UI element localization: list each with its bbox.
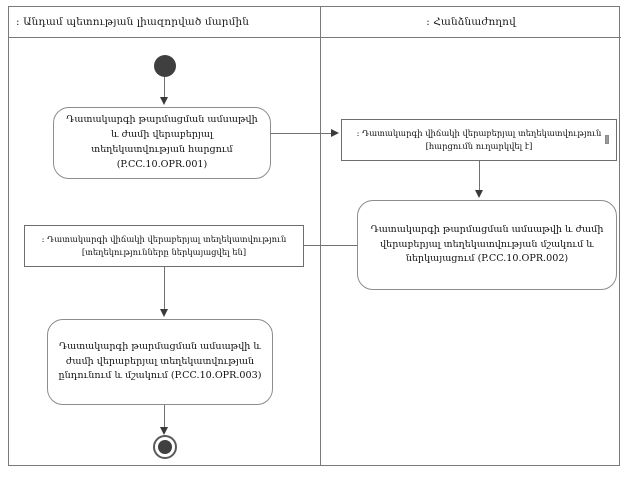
initial-node <box>154 55 176 77</box>
object-node-info-provided[interactable]: : Դատակարգի վիճակի վերաբերյալ տեղեկատվու… <box>24 225 304 267</box>
swimlane-header-commission: : Հանձնաժողով <box>321 7 621 38</box>
swimlane-commission: : Հանձնաժողով <box>321 7 621 465</box>
edge-initial-to-opr001 <box>164 77 165 99</box>
swimlane-header-applicant: : Անդամ պետության լիազորված մարմին <box>9 7 320 38</box>
object-node-request-sent[interactable]: : Դատակարգի վիճակի վերաբերյալ տեղեկատվու… <box>341 119 617 161</box>
arrowhead-objright-to-opr002 <box>475 190 483 198</box>
arrowhead-opr003-to-final <box>160 427 168 435</box>
edge-opr003-to-final <box>164 405 165 429</box>
action-node-opr002-label: Դատակարգի թարմացման ամսաթվի և ժամի վերաբ… <box>370 223 604 265</box>
action-node-opr002[interactable]: Դատակարգի թարմացման ամսաթվի և ժամի վերաբ… <box>357 200 617 290</box>
arrowhead-objleft-to-opr003 <box>160 309 168 317</box>
action-node-opr003[interactable]: Դատակարգի թարմացման ամսաթվի և ժամի վերաբ… <box>47 319 273 405</box>
diagram-frame: : Անդամ պետության լիազորված մարմին : Հան… <box>8 6 621 466</box>
swimlane-applicant: : Անդամ պետության լիազորված մարմին <box>9 7 321 465</box>
arrowhead-opr001-to-objright <box>331 129 339 137</box>
arrowhead-initial-to-opr001 <box>160 97 168 105</box>
edge-objright-to-opr002 <box>479 161 480 192</box>
edge-opr002-to-objleft <box>304 245 357 246</box>
note-icon <box>605 135 609 144</box>
object-node-info-provided-label: : Դատակարգի վիճակի վերաբերյալ տեղեկատվու… <box>41 234 287 257</box>
edge-objleft-to-opr003 <box>164 267 165 311</box>
action-node-opr003-label: Դատակարգի թարմացման ամսաթվի և ժամի վերաբ… <box>58 340 262 382</box>
edge-opr001-to-objright <box>271 133 333 134</box>
action-node-opr001-label: Դատակարգի թարմացման ամսաթվի և ժամի վերաբ… <box>66 114 258 170</box>
action-node-opr001[interactable]: Դատակարգի թարմացման ամսաթվի և ժամի վերաբ… <box>53 107 271 179</box>
final-node <box>153 435 177 459</box>
object-node-request-sent-label: : Դատակարգի վիճակի վերաբերյալ տեղեկատվու… <box>356 128 602 151</box>
